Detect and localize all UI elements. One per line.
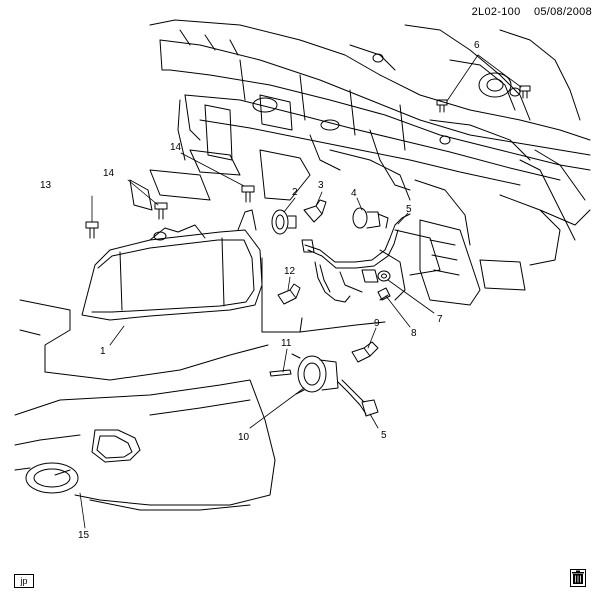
leader-lines xyxy=(79,54,522,529)
callout-labels: 1 2 3 4 5 5 6 7 8 9 10 11 12 13 14 14 15 xyxy=(40,40,480,541)
callout-1: 1 xyxy=(100,346,106,357)
diagram-header: 2L02-100 05/08/2008 xyxy=(472,6,592,18)
wiring-harness-upper xyxy=(301,213,411,303)
callout-8: 8 xyxy=(411,328,417,339)
nut-7 xyxy=(377,270,391,282)
bolt-14-right xyxy=(241,185,255,203)
diagram-date: 05/08/2008 xyxy=(533,6,592,18)
radiator-support-frame xyxy=(129,19,591,306)
callout-14b: 14 xyxy=(170,142,182,153)
diagram-code: 2L02-100 xyxy=(471,6,521,18)
bolt-14-left xyxy=(154,202,168,220)
callout-7: 7 xyxy=(437,314,443,325)
fog-lamp-bolt xyxy=(269,369,292,377)
callout-15: 15 xyxy=(78,530,90,541)
callout-2: 2 xyxy=(292,187,298,198)
headlamp-bulb-socket xyxy=(271,209,297,235)
side-marker-socket xyxy=(277,283,301,305)
fog-lamp-trim-ring xyxy=(25,462,79,494)
callout-12: 12 xyxy=(284,266,296,277)
bolt-6-left xyxy=(436,99,448,113)
callout-14a: 14 xyxy=(103,168,115,179)
bolt-13 xyxy=(85,221,99,239)
callout-5a: 5 xyxy=(406,204,412,215)
front-bumper-fascia xyxy=(14,299,276,511)
callout-10: 10 xyxy=(238,432,250,443)
clip-8 xyxy=(377,287,391,301)
callout-6: 6 xyxy=(474,40,480,51)
bolt-6-right xyxy=(519,85,531,99)
callout-11: 11 xyxy=(281,338,292,349)
fog-lamp-bulb xyxy=(351,341,379,363)
language-badge: jp xyxy=(14,574,34,588)
callout-4: 4 xyxy=(351,188,357,199)
turn-signal-bulb xyxy=(352,207,389,229)
trash-bin-icon[interactable] xyxy=(570,569,586,592)
headlamp-bulb xyxy=(303,199,327,223)
callout-3: 3 xyxy=(318,180,324,191)
fog-lamp xyxy=(291,353,339,395)
wiring-harness-lower xyxy=(337,379,379,417)
socket-group-outline xyxy=(261,257,386,333)
trash-bin-icon-svg xyxy=(570,569,586,587)
callout-13: 13 xyxy=(40,180,52,191)
callout-5b: 5 xyxy=(381,430,387,441)
callout-9: 9 xyxy=(374,318,380,329)
headlamp-assembly xyxy=(81,209,263,321)
